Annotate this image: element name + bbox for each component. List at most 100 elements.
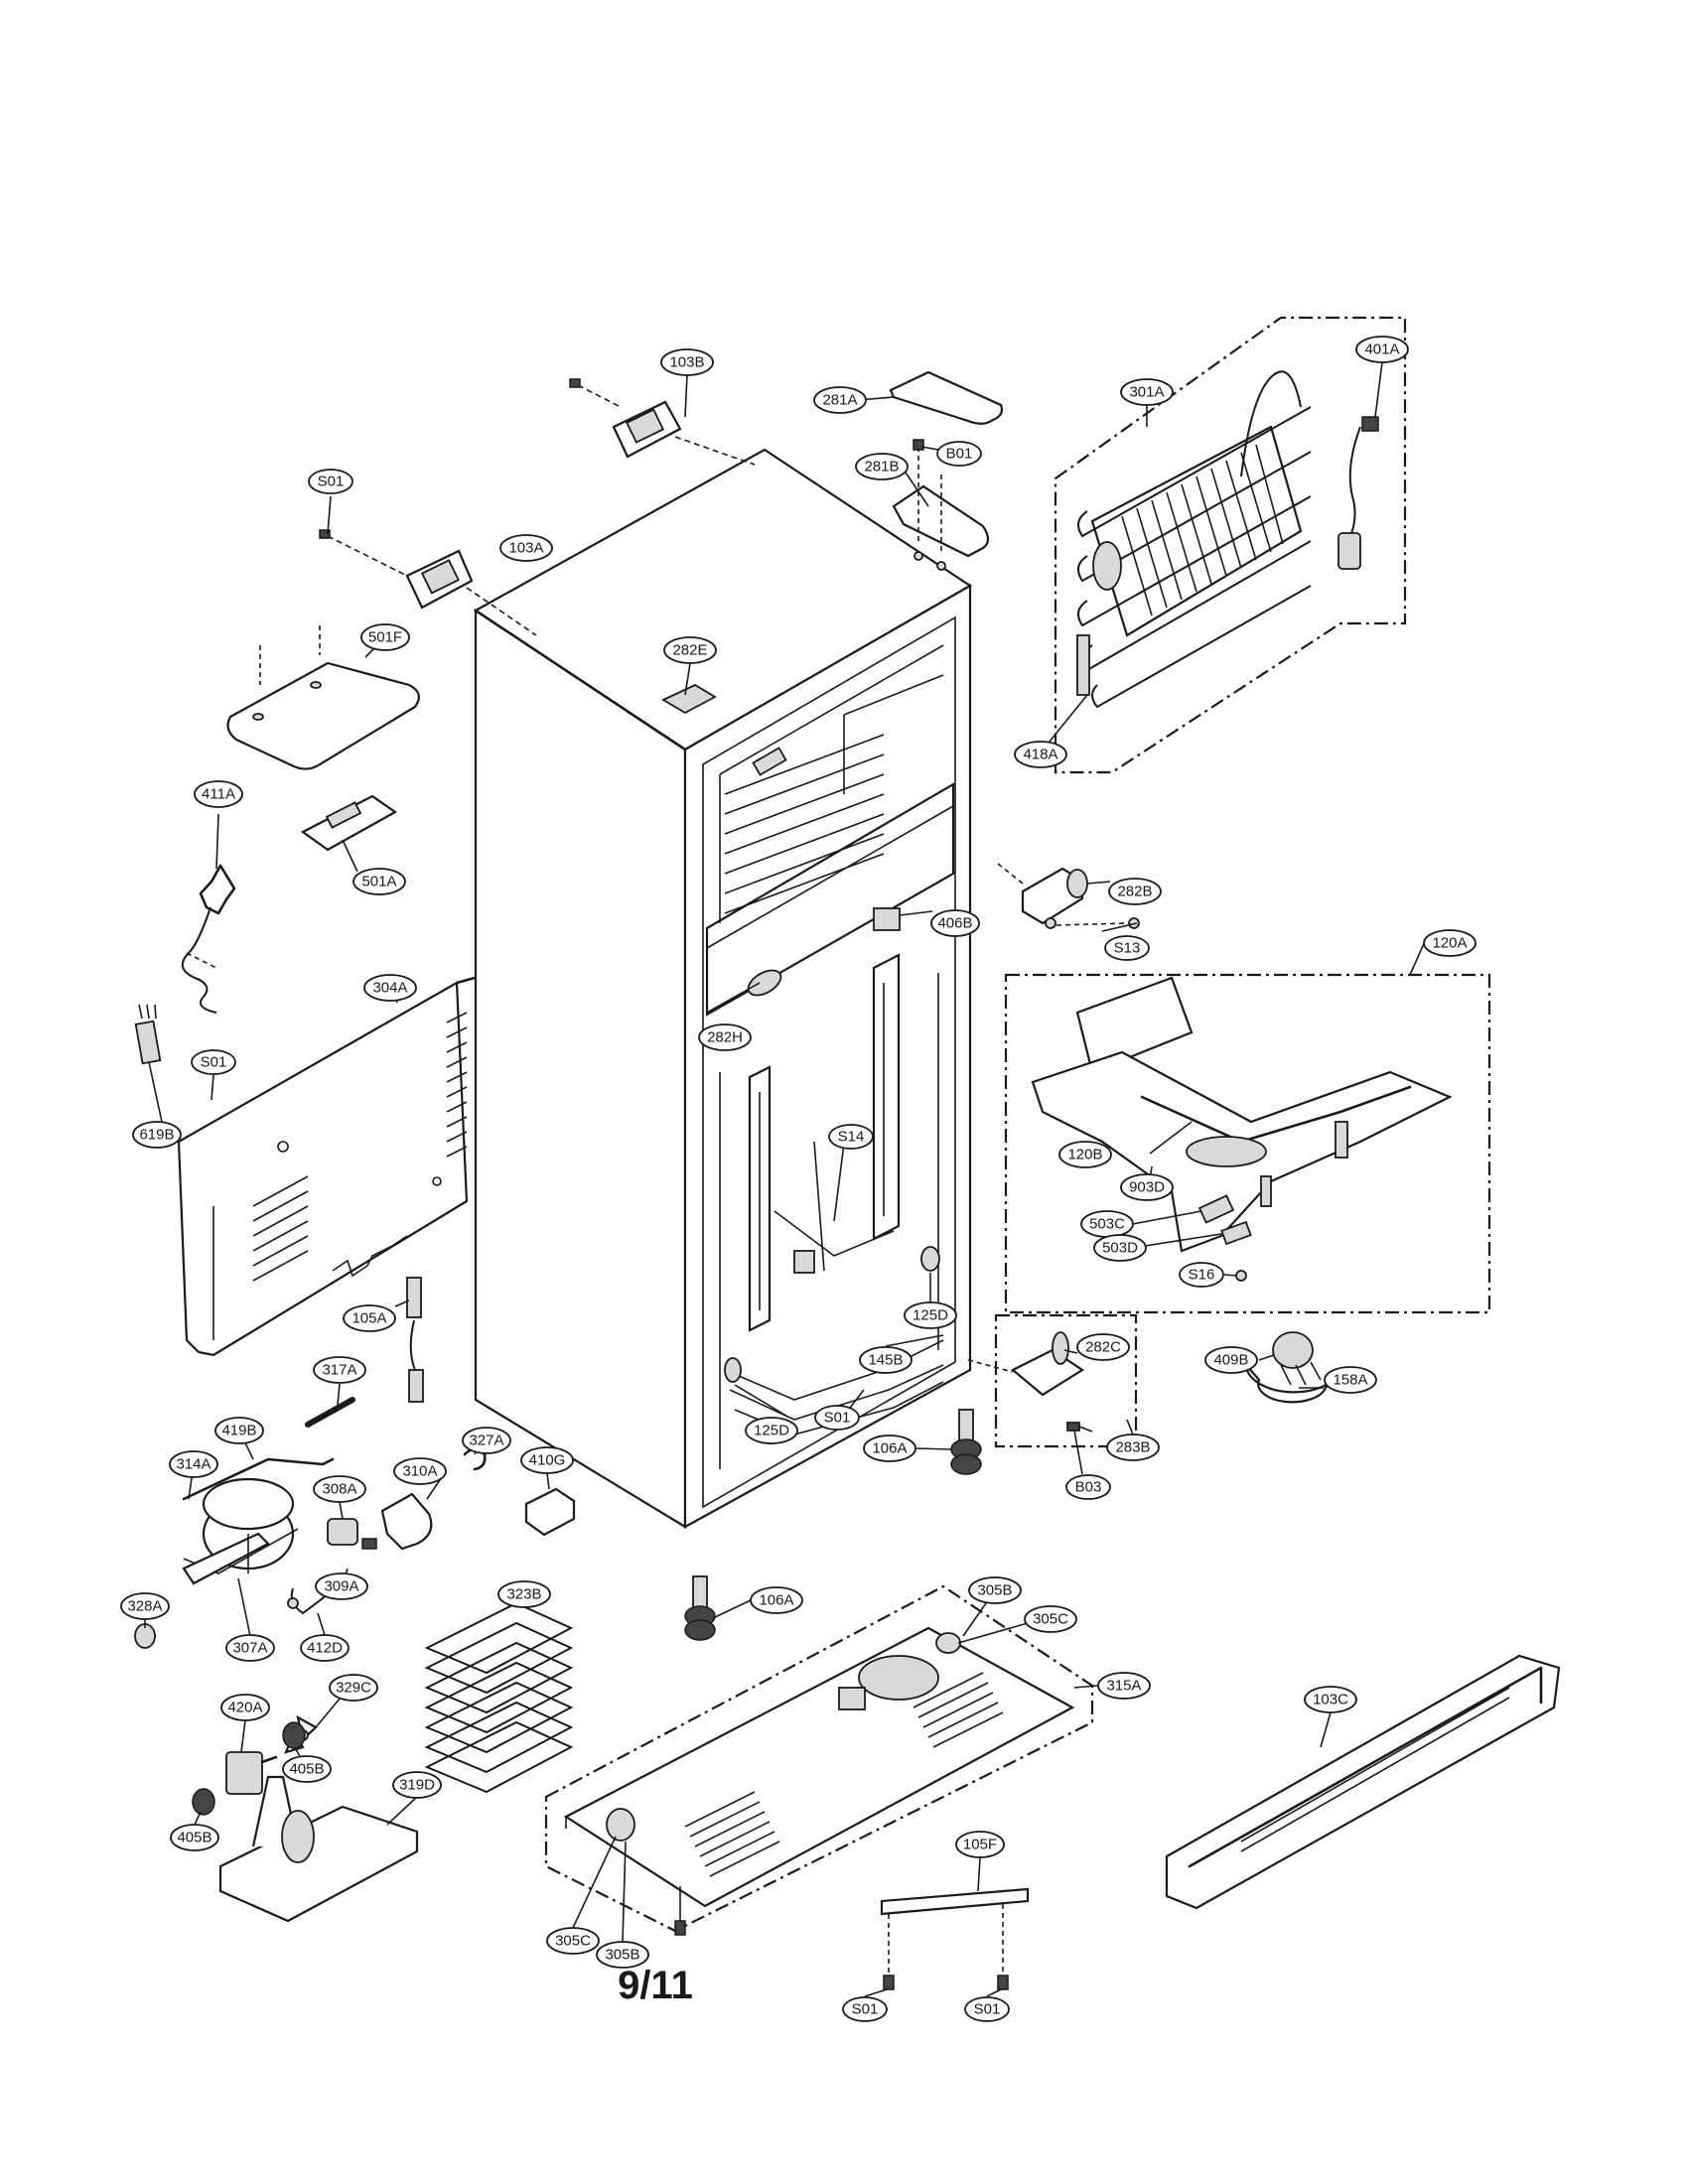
callout-158A: 158A [1324,1366,1377,1394]
callout-label: 401A [1364,341,1399,358]
callout-label: 125D [754,1423,789,1439]
callout-323B: 323B [497,1580,551,1608]
callout-label: 304A [372,980,407,997]
callout-283B: 283B [1106,1433,1160,1461]
part-106A-leg-bottom [684,1575,716,1641]
callout-412D: 412D [300,1634,350,1662]
part-410G-capacitor [524,1487,576,1537]
callout-label: 619B [139,1127,174,1144]
callout-327A: 327A [462,1427,511,1454]
callout-282E: 282E [663,636,717,664]
part-106A-leg-right [950,1409,982,1475]
callout-314A: 314A [169,1450,218,1478]
part-315A-base-plate [544,1584,1094,1936]
part-401A-defrost-sensor [1337,416,1379,570]
callout-label: 281A [822,392,857,409]
part-B03-bolt [1066,1422,1093,1433]
callout-label: 282H [707,1029,743,1046]
callout-label: 323B [506,1586,541,1603]
part-wiring-412D [287,1577,331,1615]
callout-405B-left: 405B [170,1824,219,1851]
callout-label: 329C [336,1680,371,1697]
callout-315A: 315A [1097,1672,1151,1700]
callout-label: 145B [868,1352,903,1369]
callout-label: 406B [937,915,972,932]
callout-label: 308A [322,1481,356,1498]
callout-label: 310A [402,1463,437,1480]
callout-418A: 418A [1014,741,1067,768]
callout-label: 120B [1067,1147,1102,1163]
callout-label: 105A [352,1310,386,1327]
callout-419B: 419B [214,1417,264,1444]
callout-label: 903D [1129,1179,1165,1196]
callout-label: S01 [974,2001,1001,2018]
callout-309A: 309A [315,1572,368,1600]
callout-label: 105F [963,1837,997,1853]
callout-329C: 329C [329,1674,378,1702]
callout-282H: 282H [698,1024,752,1051]
part-281A-hinge-cover [889,370,1004,425]
callout-label: 411A [202,786,235,803]
callout-B03: B03 [1065,1474,1111,1500]
callout-label: 103A [508,540,543,557]
callout-label: 315A [1106,1678,1141,1695]
callout-label: S01 [852,2001,879,2018]
callout-305C-bottom: 305C [546,1927,600,1955]
callout-label: 305C [1033,1611,1068,1628]
callout-label: 282B [1117,884,1152,900]
callout-105A: 105A [343,1304,396,1332]
callout-label: 103C [1313,1692,1348,1708]
part-420A-fan-motor [192,1714,318,1816]
callout-305C-top: 305C [1024,1605,1077,1633]
callout-label: 309A [324,1578,358,1595]
callout-305B-bottom: 305B [596,1941,649,1969]
callout-281A: 281A [813,386,867,414]
part-compressor [182,1457,335,1585]
callout-label: 282E [672,642,707,659]
part-103B-bracket [569,378,756,466]
callout-619B: 619B [132,1121,182,1149]
callout-label: 409B [1213,1352,1248,1369]
callout-401A: 401A [1355,336,1409,363]
callout-106A-right: 106A [863,1434,916,1462]
callout-label: 106A [759,1592,793,1609]
callout-label: 301A [1129,384,1164,401]
callout-S13: S13 [1104,935,1150,961]
part-619B-connector [134,1004,162,1065]
part-105A-drain-hose [406,1277,424,1403]
callout-label: 103B [669,354,704,371]
callout-label: S14 [838,1129,865,1146]
part-501A-control-board [300,794,398,852]
callout-label: B01 [946,446,973,463]
callout-S01-mid: S01 [814,1405,860,1431]
callout-103C: 103C [1304,1686,1357,1713]
callout-label: S16 [1189,1267,1215,1284]
callout-125D-right: 125D [904,1301,957,1329]
callout-S01-bottom-left: S01 [842,1996,888,2022]
part-120A-fan-assembly [1004,973,1491,1314]
part-411A-power-cord [181,864,236,1014]
part-319D-tray [218,1775,419,1923]
refrigerator-cabinet [473,448,973,1529]
callout-label: 307A [232,1640,267,1657]
callout-282C: 282C [1076,1333,1130,1361]
callout-label: 281B [864,459,899,476]
callout-S01-bottom-right: S01 [964,1996,1010,2022]
callout-label: 418A [1023,747,1057,763]
part-304A-back-cover [177,976,477,1357]
callout-106A-bottom: 106A [750,1586,803,1614]
callout-328A: 328A [120,1592,170,1620]
callout-label: 317A [322,1362,356,1379]
callout-405B-right: 405B [282,1755,332,1783]
callout-282B: 282B [1108,878,1162,905]
callout-S01-left: S01 [191,1049,236,1075]
callout-411A: 411A [194,780,243,808]
callout-103B: 103B [660,348,714,376]
part-105F-bracket [880,1887,1030,1990]
part-281B-top-hinge [892,439,990,571]
callout-420A: 420A [220,1694,270,1721]
callout-label: 125D [913,1307,948,1324]
callout-105F: 105F [955,1831,1005,1858]
page-number: 9/11 [618,1964,693,2007]
callout-S14: S14 [828,1124,874,1150]
